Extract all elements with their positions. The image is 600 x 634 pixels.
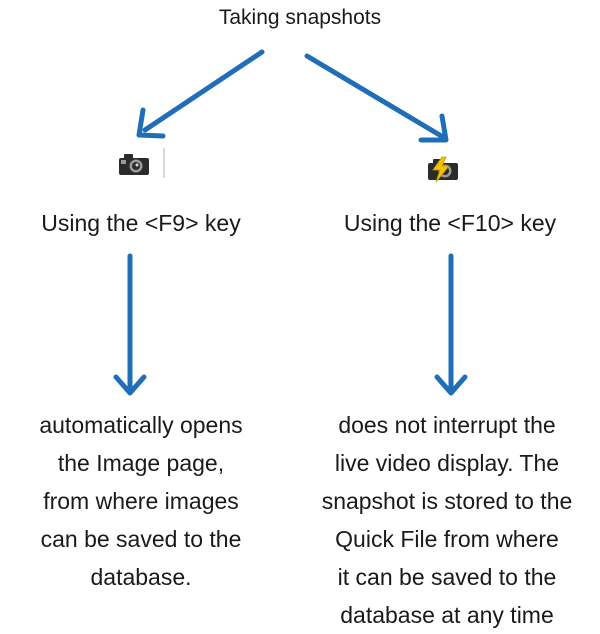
arrow-head-f9-description (113, 374, 147, 396)
f10-description-line: does not interrupt the (338, 412, 556, 438)
f10-description-line: snapshot is stored to the (321, 488, 573, 514)
arrow-head-f10 (418, 113, 449, 143)
f9-description-line: automatically opens (39, 412, 243, 438)
arrow-title-to-f10 (304, 53, 446, 140)
f10-key-label: Using the <F10> key (343, 210, 557, 236)
f9-description-line: the Image page, (57, 450, 225, 476)
arrow-title-to-f9 (142, 49, 265, 133)
icon-divider (163, 148, 165, 178)
f9-description: automatically opens the Image page, from… (0, 406, 282, 596)
arrow-head-f10-description (434, 374, 468, 396)
camera-icon (119, 154, 149, 175)
f10-description-line: it can be saved to the (337, 564, 557, 590)
f9-description-line: from where images (43, 488, 239, 514)
camera-flash-icon (428, 156, 458, 183)
diagram-title: Taking snapshots (218, 6, 382, 29)
f9-description-line: database. (90, 564, 192, 590)
f10-description-line: Quick File from where (335, 526, 559, 552)
f10-description-line: database at any time (340, 602, 554, 628)
f10-description: does not interrupt the live video displa… (292, 406, 600, 634)
f9-description-line: can be saved to the (40, 526, 242, 552)
f10-description-line: live video display. The (334, 450, 560, 476)
f9-key-label: Using the <F9> key (41, 210, 241, 236)
arrow-head-f9 (136, 107, 166, 139)
